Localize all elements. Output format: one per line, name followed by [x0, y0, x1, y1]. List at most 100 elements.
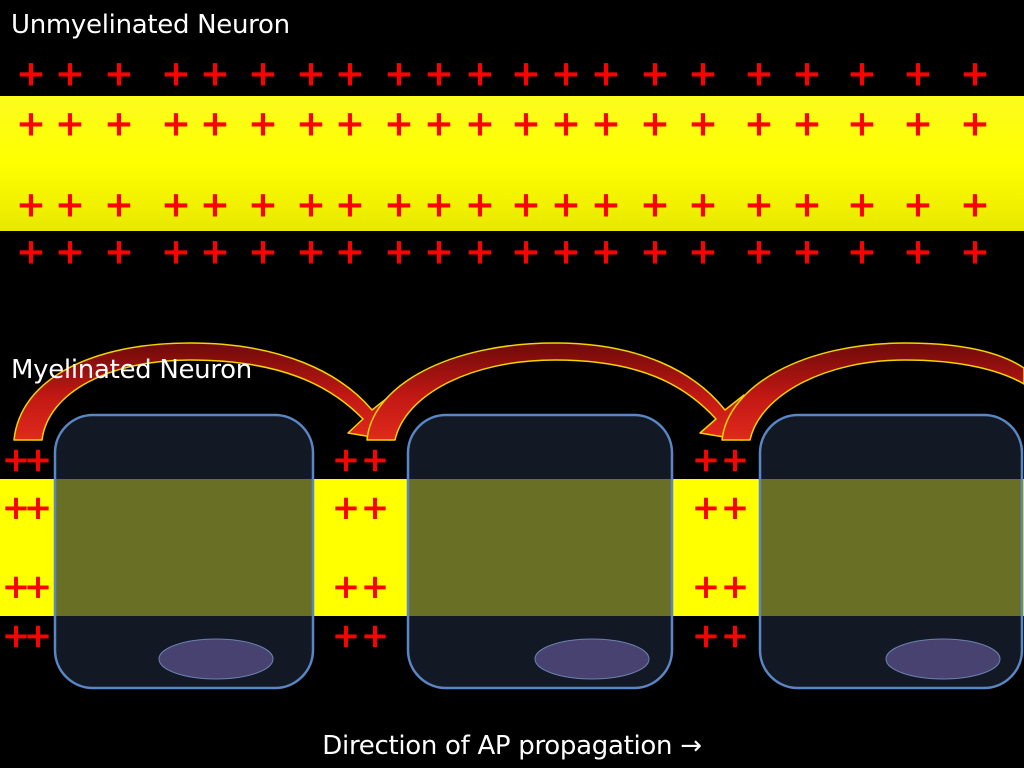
positive-charge: + [692, 488, 721, 528]
schwann-cell-nucleus [534, 638, 650, 680]
positive-charge: + [2, 440, 31, 480]
positive-charge: + [200, 185, 230, 226]
positive-charge: + [903, 185, 933, 226]
positive-charge: + [24, 567, 53, 607]
positive-charge: + [16, 104, 46, 145]
positive-charge: + [903, 54, 933, 95]
positive-charge: + [960, 232, 990, 273]
positive-charge: + [465, 185, 495, 226]
positive-charge: + [161, 54, 191, 95]
positive-charge: + [335, 54, 365, 95]
positive-charge: + [465, 232, 495, 273]
positive-charge: + [591, 185, 621, 226]
propagation-caption: Direction of AP propagation→ [0, 731, 1024, 761]
myelinated-neuron: ++++++++++++++++++++++++ [0, 342, 1024, 690]
positive-charge: + [465, 54, 495, 95]
schwann-cell-nucleus [885, 638, 1001, 680]
unmyelinated-charges: ++++++++++++++++++++++++++++++++++++++++… [16, 54, 990, 273]
positive-charge: + [248, 54, 278, 95]
positive-charge: + [424, 104, 454, 145]
positive-charge: + [16, 185, 46, 226]
positive-charge: + [640, 232, 670, 273]
positive-charge: + [361, 488, 390, 528]
positive-charge: + [296, 232, 326, 273]
positive-charge: + [721, 440, 750, 480]
positive-charge: + [332, 440, 361, 480]
positive-charge: + [248, 104, 278, 145]
positive-charge: + [161, 185, 191, 226]
positive-charge: + [640, 54, 670, 95]
positive-charge: + [744, 54, 774, 95]
curved-arrow-icon [721, 342, 1024, 441]
positive-charge: + [361, 440, 390, 480]
positive-charge: + [16, 232, 46, 273]
positive-charge: + [591, 104, 621, 145]
positive-charge: + [792, 232, 822, 273]
positive-charge: + [692, 440, 721, 480]
positive-charge: + [55, 104, 85, 145]
positive-charge: + [361, 616, 390, 656]
positive-charge: + [424, 185, 454, 226]
positive-charge: + [640, 104, 670, 145]
positive-charge: + [465, 104, 495, 145]
myelin-sheath [53, 413, 315, 690]
positive-charge: + [903, 232, 933, 273]
positive-charge: + [2, 616, 31, 656]
positive-charge: + [847, 104, 877, 145]
myelinated-title: Myelinated Neuron [11, 355, 252, 385]
caption-text: Direction of AP propagation [322, 731, 673, 761]
positive-charge: + [2, 488, 31, 528]
myelin-sheath [406, 413, 674, 690]
positive-charge: + [24, 440, 53, 480]
unmyelinated-axon [0, 96, 1024, 231]
positive-charge: + [200, 104, 230, 145]
positive-charge: + [332, 567, 361, 607]
positive-charge: + [55, 232, 85, 273]
positive-charge: + [248, 232, 278, 273]
positive-charge: + [384, 185, 414, 226]
positive-charge: + [511, 104, 541, 145]
positive-charge: + [744, 104, 774, 145]
positive-charge: + [161, 232, 191, 273]
schwann-cell-nucleus [158, 638, 274, 680]
positive-charge: + [688, 54, 718, 95]
positive-charge: + [24, 616, 53, 656]
positive-charge: + [692, 616, 721, 656]
positive-charge: + [332, 616, 361, 656]
unmyelinated-title: Unmyelinated Neuron [11, 10, 290, 40]
positive-charge: + [335, 104, 365, 145]
positive-charge: + [551, 104, 581, 145]
positive-charge: + [200, 54, 230, 95]
positive-charge: + [847, 232, 877, 273]
positive-charge: + [688, 185, 718, 226]
positive-charge: + [551, 185, 581, 226]
positive-charge: + [55, 54, 85, 95]
positive-charge: + [511, 232, 541, 273]
positive-charge: + [296, 185, 326, 226]
positive-charge: + [104, 232, 134, 273]
positive-charge: + [591, 232, 621, 273]
positive-charge: + [200, 232, 230, 273]
positive-charge: + [24, 488, 53, 528]
positive-charge: + [361, 567, 390, 607]
positive-charge: + [161, 104, 191, 145]
positive-charge: + [55, 185, 85, 226]
positive-charge: + [721, 488, 750, 528]
positive-charge: + [335, 232, 365, 273]
node-of-ranvier-charges: ++++++++++++++++++++++++ [2, 440, 750, 656]
positive-charge: + [744, 232, 774, 273]
positive-charge: + [104, 54, 134, 95]
positive-charge: + [335, 185, 365, 226]
positive-charge: + [591, 54, 621, 95]
positive-charge: + [688, 104, 718, 145]
myelin-sheath [758, 413, 1024, 690]
positive-charge: + [792, 185, 822, 226]
positive-charge: + [384, 54, 414, 95]
positive-charge: + [688, 232, 718, 273]
positive-charge: + [744, 185, 774, 226]
positive-charge: + [332, 488, 361, 528]
positive-charge: + [384, 104, 414, 145]
positive-charge: + [384, 232, 414, 273]
positive-charge: + [960, 54, 990, 95]
positive-charge: + [104, 104, 134, 145]
